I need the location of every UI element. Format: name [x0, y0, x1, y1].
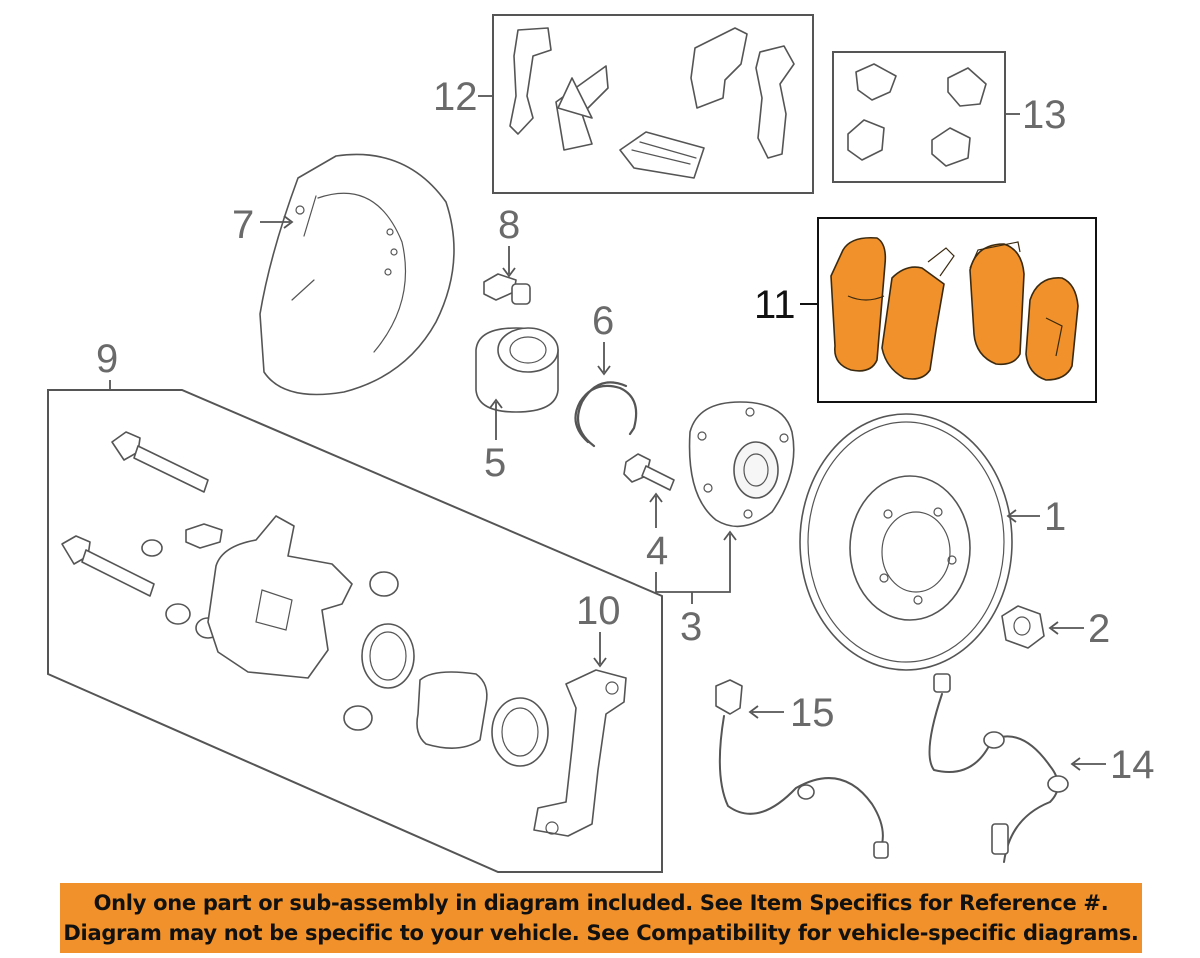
part-9-caliper-assembly[interactable]	[47, 389, 663, 873]
part-14-brake-hose[interactable]	[928, 673, 1069, 863]
part-8-bolt[interactable]	[483, 273, 531, 305]
callout-3: 3	[680, 605, 702, 649]
part-5-wheel-bearing[interactable]	[475, 327, 559, 413]
part-7-dust-shield[interactable]	[259, 153, 455, 396]
part-13-clip-set[interactable]	[832, 51, 1006, 183]
callout-13: 13	[1022, 93, 1067, 137]
disclaimer-banner: Only one part or sub-assembly in diagram…	[60, 883, 1142, 953]
callout-1: 1	[1044, 495, 1066, 539]
part-2-hub-nut[interactable]	[1001, 605, 1045, 649]
callout-6: 6	[592, 299, 614, 343]
callout-14: 14	[1110, 743, 1155, 787]
disclaimer-line-1: Only one part or sub-assembly in diagram…	[93, 891, 1109, 915]
callout-4: 4	[646, 529, 668, 573]
callout-7: 7	[232, 203, 254, 247]
part-15-wheel-speed-sensor[interactable]	[715, 679, 889, 859]
callout-12: 12	[433, 75, 478, 119]
callout-11: 11	[754, 283, 796, 327]
part-3-wheel-hub[interactable]	[688, 401, 795, 528]
callout-9: 9	[96, 337, 118, 381]
callout-5: 5	[484, 441, 506, 485]
disclaimer-line-2: Diagram may not be specific to your vehi…	[63, 921, 1139, 945]
part-12-pad-hardware-kit[interactable]	[492, 14, 814, 194]
part-4-wheel-stud[interactable]	[623, 453, 675, 491]
part-6-snap-ring[interactable]	[574, 381, 638, 448]
part-10-caliper-bracket[interactable]	[533, 669, 627, 837]
callout-15: 15	[790, 691, 835, 735]
callout-2: 2	[1088, 607, 1110, 651]
part-1-brake-rotor[interactable]	[799, 413, 1013, 671]
part-11-brake-pad-set[interactable]	[817, 217, 1097, 403]
callout-8: 8	[498, 203, 520, 247]
callout-10: 10	[576, 589, 621, 633]
